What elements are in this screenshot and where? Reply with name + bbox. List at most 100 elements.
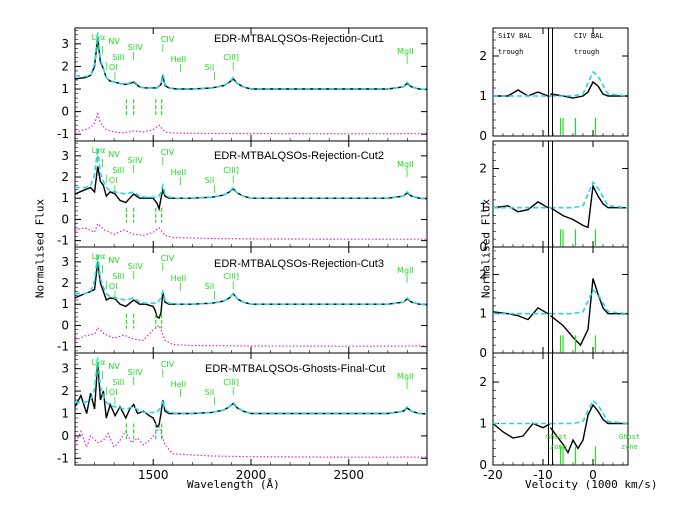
series-continuum-3 — [550, 180, 628, 209]
line-label-civ: CIV — [161, 360, 175, 369]
y-tick-label: -1 — [57, 127, 69, 141]
line-label-ciii: CIII] — [223, 53, 239, 62]
line-label-civ: CIV — [161, 254, 175, 263]
siiv-label-2: trough — [498, 48, 524, 56]
y-tick-label: 3 — [61, 37, 69, 51]
plot-area — [493, 180, 628, 247]
series-continuum-1 — [75, 147, 427, 200]
line-label-siiv: SiIV — [128, 156, 144, 165]
line-label-ly: Lyα — [92, 33, 106, 42]
y-tick-label: 0 — [479, 240, 487, 254]
y-tick-label: 0 — [61, 212, 69, 226]
y-tick-label: 1 — [61, 406, 69, 420]
y-tick-label: 0 — [479, 458, 487, 472]
right-xlabel: Velocity (1000 km/s) — [525, 478, 658, 491]
panel-title-2: EDR-MTBALQSOs-Rejection-Cut2 — [214, 150, 384, 162]
line-label-siii: SiII — [112, 166, 124, 175]
line-label-ly: Lyα — [92, 358, 106, 367]
line-label-nv: NV — [108, 256, 120, 265]
line-label-oi: OI — [109, 388, 118, 397]
civ-label-2: trough — [574, 48, 600, 56]
y-tick-label: -1 — [57, 340, 69, 354]
y-tick-label: 2 — [61, 384, 69, 398]
ghost-zone-label-a1: Ghost — [546, 433, 568, 441]
y-tick-label: 1 — [479, 201, 487, 215]
civ-label-1: CIV BAL — [574, 32, 604, 40]
y-tick-label: 3 — [61, 362, 69, 376]
y-tick-label: 0 — [61, 105, 69, 119]
series-composite-1 — [550, 80, 628, 99]
series-composite-0 — [493, 201, 551, 213]
right-ylabel: Normalised Flux — [479, 198, 493, 299]
line-label-sii: SiI — [205, 63, 215, 72]
series-composite-0 — [75, 261, 427, 319]
line-label-nv: NV — [108, 37, 120, 46]
y-tick-label: 1 — [61, 191, 69, 205]
left-ylabel: Normalised Flux — [33, 198, 47, 299]
siiv-label-1: SiIV BAL — [498, 32, 532, 40]
plot-area — [493, 278, 628, 353]
y-tick-label: 3 — [61, 255, 69, 269]
series-residual-2 — [75, 324, 427, 347]
y-tick-label: 0 — [479, 346, 487, 360]
series-composite-1 — [550, 183, 628, 229]
y-tick-label: 1 — [61, 297, 69, 311]
line-label-oi: OI — [109, 176, 118, 185]
panel-title-3: EDR-MTBALQSOs-Rejection-Cut3 — [214, 258, 384, 270]
y-tick-label: 2 — [479, 161, 487, 175]
line-label-nv: NV — [108, 362, 120, 371]
ghost-zone-label-b2: zone — [621, 443, 638, 451]
x-tick-label: 0 — [589, 468, 597, 482]
y-tick-label: -1 — [57, 234, 69, 248]
line-label-ly: Lyα — [92, 146, 106, 155]
y-tick-label: 2 — [61, 170, 69, 184]
line-label-heii: HeII — [171, 55, 187, 64]
series-continuum-1 — [75, 32, 427, 91]
y-tick-label: 2 — [479, 49, 487, 63]
plot-area — [75, 253, 427, 347]
ghost-zone-label-b1: Ghost — [619, 433, 641, 441]
y-tick-label: 2 — [479, 375, 487, 389]
y-tick-label: 0 — [61, 429, 69, 443]
line-label-mgii: MgII — [397, 47, 414, 56]
line-label-ciii: CIII] — [223, 378, 239, 387]
line-label-siiv: SiIV — [128, 262, 144, 271]
x-tick-label: 2500 — [334, 468, 365, 482]
y-tick-label: 1 — [479, 417, 487, 431]
plot-area — [493, 399, 628, 465]
line-label-mgii: MgII — [397, 160, 414, 169]
line-label-sii: SiI — [205, 176, 215, 185]
series-continuum-3 — [550, 70, 628, 97]
line-label-civ: CIV — [161, 35, 175, 44]
line-label-mgii: MgII — [397, 266, 414, 275]
line-label-sii: SiI — [205, 388, 215, 397]
series-continuum-1 — [75, 357, 427, 415]
y-tick-label: 0 — [61, 318, 69, 332]
line-label-heii: HeII — [171, 168, 187, 177]
series-composite-0 — [493, 89, 551, 97]
series-composite-0 — [75, 166, 427, 212]
y-tick-label: 1 — [61, 82, 69, 96]
series-composite-1 — [550, 278, 628, 347]
ghost-zone-label-a2: zone — [550, 443, 567, 451]
x-tick-label: -10 — [533, 468, 553, 482]
y-tick-label: 1 — [479, 307, 487, 321]
panel-8: 0 1 2 -20 -10 0 — [479, 352, 629, 482]
line-label-oi: OI — [109, 63, 118, 72]
panel-frame — [492, 27, 629, 137]
line-label-heii: HeII — [171, 380, 187, 389]
line-label-siiv: SiIV — [128, 43, 144, 52]
line-label-siiv: SiIV — [128, 368, 144, 377]
x-tick-label: 1500 — [138, 468, 169, 482]
y-tick-label: 2 — [61, 276, 69, 290]
y-tick-label: 1 — [479, 89, 487, 103]
y-tick-label: -1 — [57, 451, 69, 465]
line-label-nv: NV — [108, 150, 120, 159]
series-residual-2 — [75, 222, 427, 240]
x-tick-label: -20 — [483, 468, 503, 482]
